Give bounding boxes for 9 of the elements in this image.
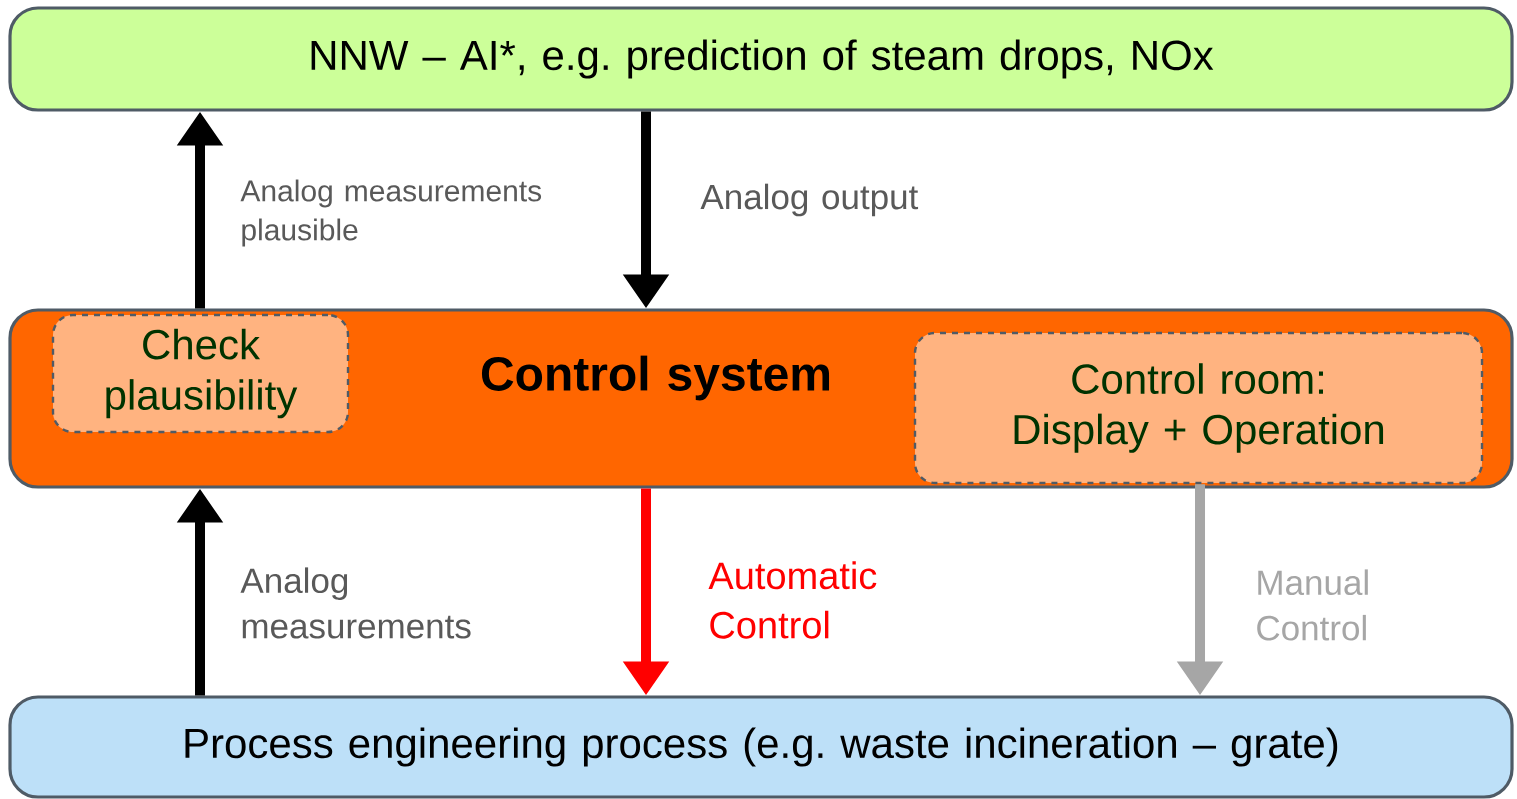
edge-label: Automatic Control — [708, 561, 877, 639]
edge-label: Analog measurements — [240, 567, 471, 639]
dashed-box: Check plausibility — [51, 313, 350, 434]
process-box: NNW – AI*, e.g. prediction of steam drops, NOx — [8, 6, 1514, 112]
dashed-box: Control room: Display + Operation — [913, 331, 1484, 485]
edge-label: Analog measurements plausible — [240, 179, 542, 247]
edge-label: Analog output — [700, 183, 919, 217]
edge-label: Manual Control — [1257, 569, 1368, 641]
process-box: Process engineering process (e.g. waste incineration – grate) — [8, 695, 1514, 799]
